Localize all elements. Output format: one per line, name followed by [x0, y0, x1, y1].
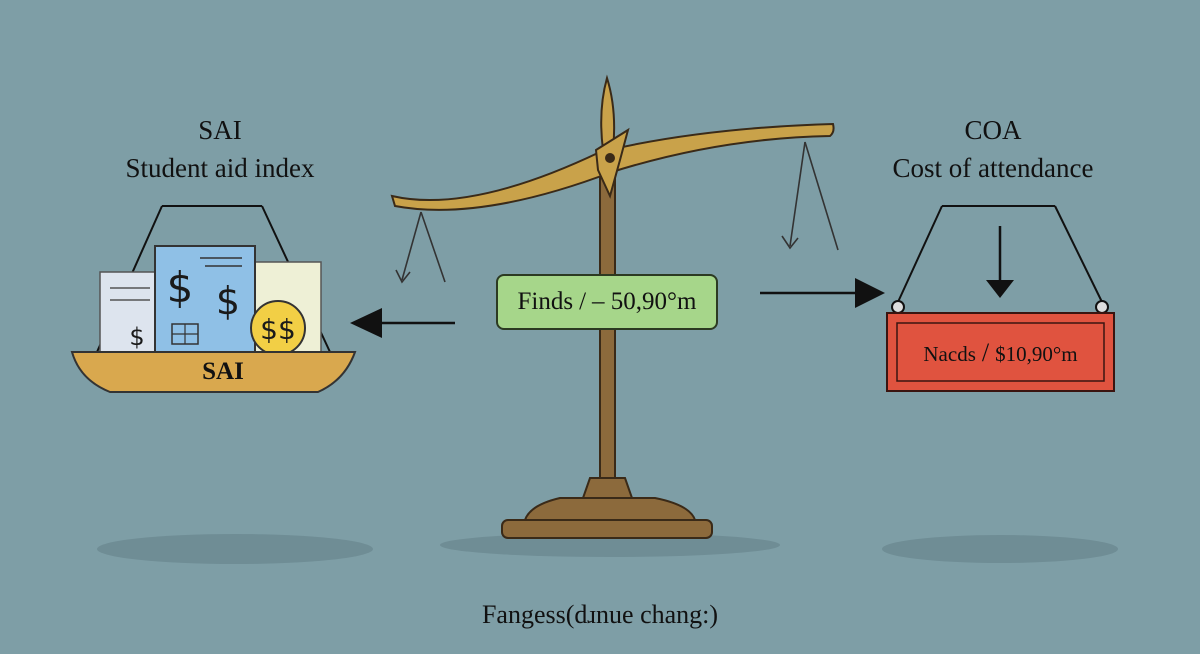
coin-dollars: $$	[260, 313, 296, 346]
left-shadow	[97, 534, 373, 564]
coa-sign-right: $10,90°m	[995, 342, 1078, 366]
coa-sign	[886, 205, 1115, 392]
footer-caption: Fangess(dɹnue chang:)	[481, 600, 719, 629]
sai-abbreviation: SAI	[198, 115, 242, 145]
doc-dollar-big-1: $	[167, 263, 194, 312]
sai-tray	[70, 205, 357, 393]
coa-title: Cost of attendance	[892, 153, 1094, 183]
center-sign	[496, 274, 718, 330]
center-sign-right: – 50,90°m	[592, 288, 697, 315]
balance-scale-icon	[390, 74, 839, 539]
coa-sign-text: Nacds/$10,90°m	[887, 338, 1114, 368]
right-shadow	[882, 535, 1118, 563]
coa-sign-left: Nacds	[923, 342, 976, 366]
arrow-right-icon	[760, 278, 885, 308]
doc-dollar-small: $	[129, 323, 144, 351]
sai-tray-label: SAI	[202, 358, 244, 385]
arrow-down-icon	[986, 226, 1014, 298]
center-sign-left: Finds	[517, 288, 574, 315]
coa-abbreviation: COA	[964, 115, 1022, 145]
doc-dollar-big-2: $	[216, 279, 240, 323]
center-sign-divider: /	[579, 288, 587, 315]
sai-title: Student aid index	[125, 153, 315, 183]
center-sign-text: Finds/– 50,90°m	[497, 288, 717, 316]
dollar-document-icon	[99, 245, 322, 355]
coa-sign-divider: /	[981, 338, 990, 367]
arrow-left-icon	[350, 308, 455, 338]
